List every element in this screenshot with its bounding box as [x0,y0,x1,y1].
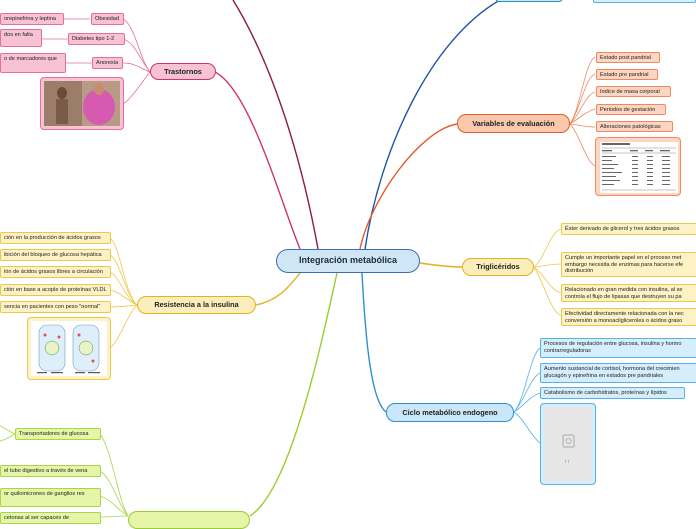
topic-resistencia-insulina[interactable]: Resistencia a la insulina [137,296,256,314]
leaf-anorexia[interactable]: Anorexia [92,57,123,69]
leaf-glucosa-hepatica[interactable]: ibición del bloqueo de glucosa hepática [0,249,111,261]
leaf-pre-pandrial[interactable]: Estado pre pandrial [596,69,658,80]
image-placeholder-icon [544,407,592,481]
leaf-regulacion-glucosa[interactable]: Procesos de regulación entre glucosa, in… [540,338,696,358]
topic-trigliceridos[interactable]: Triglicéridos [462,258,534,276]
leaf-obesidad[interactable]: Obesidad [91,13,124,25]
leaf-papel-metabolico[interactable]: Cumple un importante papel en el proceso… [561,252,696,277]
trastornos-image[interactable] [40,77,124,130]
leaf-anorexia-detail[interactable]: o de marcadores que [0,53,66,73]
leaf-imc[interactable]: Indice de masa corporal [596,86,671,97]
ciclo-image-placeholder[interactable] [540,403,596,485]
leaf-ester[interactable]: Éster derivado de glicerol y tres ácidos… [561,223,696,235]
leaf-peso-normal[interactable]: sencia en pacientes con peso "normal" [0,301,111,313]
leaf-gestacion[interactable]: Periodos de gestación [596,104,666,115]
leaf-obesidad-detail[interactable]: orepinefrina y leptina [0,13,64,25]
leaf-transportadores-glucosa[interactable]: Transportadores de glucosa [15,428,101,440]
leaf-diabetes[interactable]: Diabetes tipo 1-2 [68,33,125,45]
leaf-acidos-libres[interactable]: ión de ácidos grasos libres a circulació… [0,266,111,278]
variables-table-image[interactable] [595,137,681,196]
leaf-patologicas[interactable]: Alteraciones patológicas [596,121,673,132]
table-icon [600,142,678,193]
topic-variables[interactable]: Variables de evaluación [457,114,570,133]
offscreen-leaf-top[interactable] [593,0,696,3]
photo-icon [44,81,120,126]
central-topic[interactable]: Integración metabólica [276,249,420,273]
leaf-cetonas[interactable]: cetonas al ser capaces de [0,512,101,524]
leaf-post-pandrial[interactable]: Estado post pandrial [596,52,660,63]
leaf-acidos-grasos[interactable]: ción en la producción de ácidos grasos [0,232,111,244]
topic-ciclo-endogeno[interactable]: Ciclo metabólico endogeno [386,403,514,422]
leaf-efectividad[interactable]: Efectividad directamente relacionada con… [561,308,696,326]
leaf-tubo-digestivo[interactable]: el tubo digestivo a través de vena [0,465,101,477]
topic-green-partial[interactable] [128,511,250,529]
topic-trastornos[interactable]: Trastornos [150,63,216,80]
cell-diagram-icon [31,321,107,376]
leaf-catabolismo[interactable]: Catabolismo de carbohidratos, proteínas … [540,387,685,399]
leaf-cortisol[interactable]: Aumento sustancial de cortisol, hormona … [540,363,696,383]
leaf-vldl[interactable]: ción en base a acople de proteínas VLDL [0,284,111,296]
leaf-diabetes-detail[interactable]: dos en falta [0,29,42,47]
resistencia-diagram-image[interactable] [27,317,111,380]
leaf-insulina-lipasas[interactable]: Relacionado en gran medida con insulina,… [561,284,696,302]
offscreen-topic-top[interactable] [495,0,563,2]
leaf-quilomicrones[interactable]: or quilomicrones de ganglios res [0,488,101,507]
